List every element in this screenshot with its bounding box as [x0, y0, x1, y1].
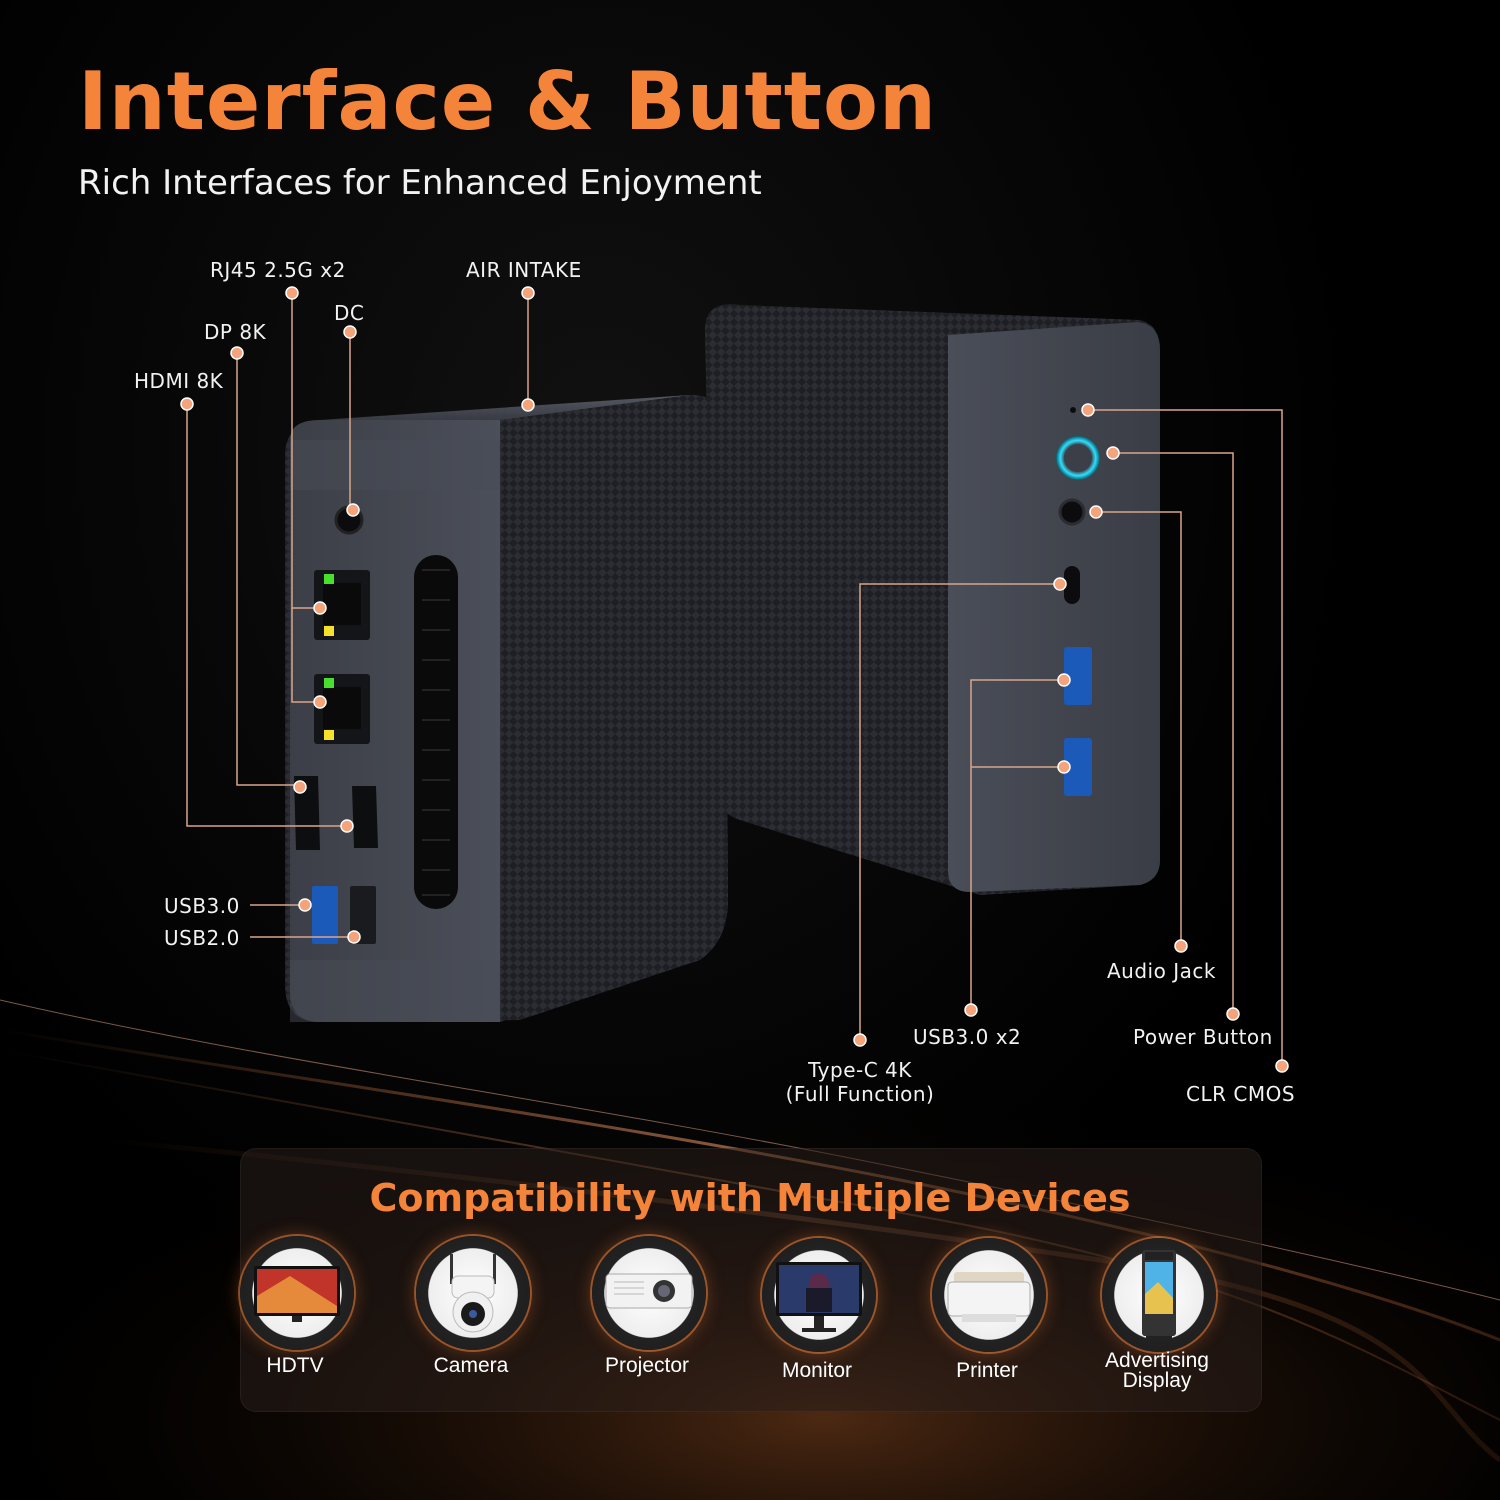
device-name: Advertising Display [1105, 1349, 1209, 1392]
camera-icon [416, 1236, 530, 1350]
device-name: Camera [433, 1354, 509, 1377]
callout-lines [186, 293, 1283, 1066]
rj45-label: RJ45 2.5G x2 [210, 258, 346, 282]
device-name: Monitor [781, 1359, 853, 1382]
air-intake-label: AIR INTAKE [466, 258, 582, 282]
compatibility-panel [240, 1148, 1262, 1412]
printer-icon [932, 1238, 1046, 1352]
power-button-label: Power Button [1133, 1025, 1273, 1049]
front-unit [705, 304, 1160, 895]
typec-label-line1: Type-C 4K [808, 1058, 912, 1082]
dc-label: DC [334, 301, 365, 325]
usb30-label: USB3.0 [164, 894, 240, 918]
rear-unit [285, 395, 728, 1022]
advertising-display-icon [1102, 1238, 1216, 1352]
usb30x2-label: USB3.0 x2 [913, 1025, 1022, 1049]
audio-jack-label: Audio Jack [1107, 959, 1216, 983]
device-name: Printer [956, 1359, 1018, 1382]
clr-cmos-label: CLR CMOS [1186, 1082, 1296, 1106]
projector-icon [592, 1236, 706, 1350]
typec-label: Type-C 4K (Full Function) [770, 1058, 950, 1106]
page-subtitle: Rich Interfaces for Enhanced Enjoyment [78, 163, 762, 203]
device-name: Projector [604, 1354, 690, 1377]
device-name: HDTV [266, 1354, 324, 1377]
compatibility-title: Compatibility with Multiple Devices [369, 1176, 1131, 1220]
typec-label-line2: (Full Function) [785, 1082, 935, 1106]
dp-label: DP 8K [204, 320, 267, 344]
page-title: Interface & Button [78, 55, 937, 148]
hdtv-icon [240, 1236, 354, 1350]
hdmi-label: HDMI 8K [134, 369, 224, 393]
callout-dots [180, 286, 1289, 1073]
monitor-icon [762, 1238, 876, 1352]
usb20-label: USB2.0 [164, 926, 240, 950]
